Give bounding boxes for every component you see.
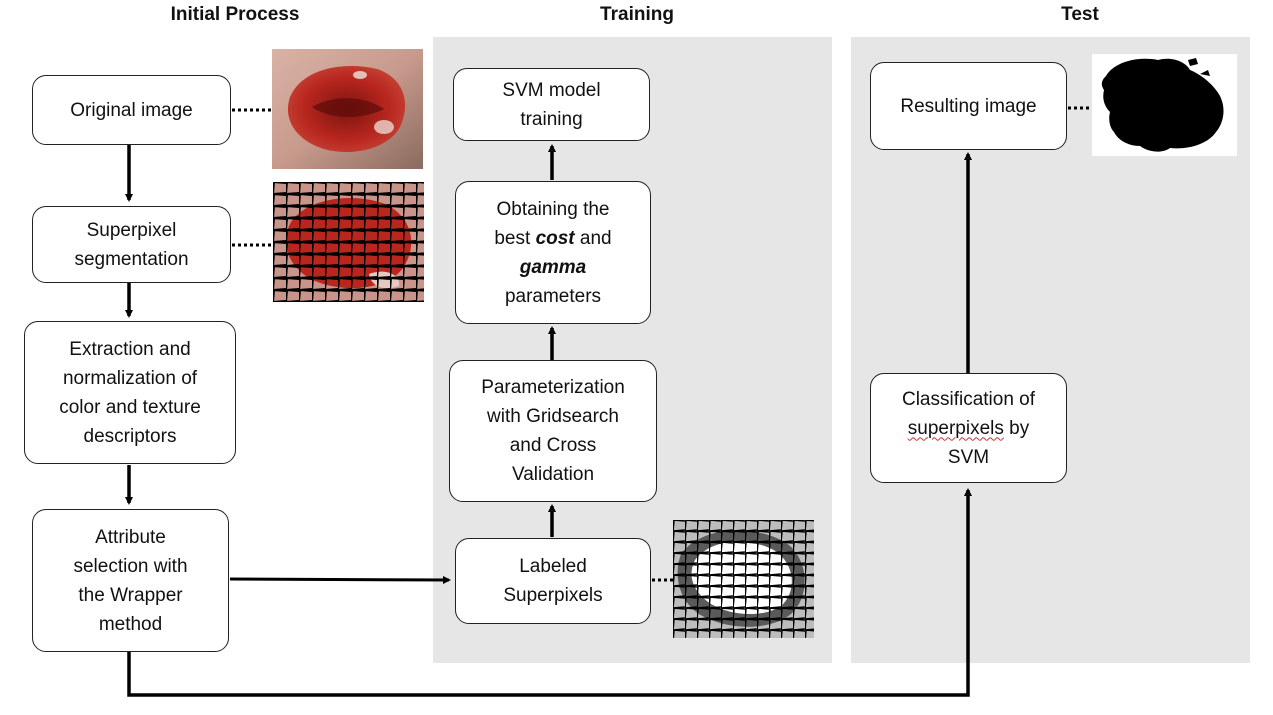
superpixel-segmentation-image [273, 182, 424, 302]
best-parameters-line4: parameters [504, 285, 602, 307]
attribute-selection-label: Attribute selection with the Wrapper met… [73, 526, 188, 635]
original-wound-image [272, 49, 423, 169]
classification-text: Classification of superpixels by SVM [902, 385, 1035, 472]
resulting-binary-image [1092, 54, 1237, 156]
superpixels-word: superpixels [907, 417, 1004, 439]
best-parameters-box: Obtaining the best cost and gamma parame… [455, 181, 651, 324]
original-image-label: Original image [70, 99, 193, 121]
labeled-superpixels-box: Labeled Superpixels [455, 538, 651, 624]
extraction-box: Extraction and normalization of color an… [24, 321, 236, 464]
superpixel-segmentation-label: Superpixel segmentation [74, 219, 189, 270]
labeled-superpixels-image [673, 520, 814, 638]
best-parameters-text: Obtaining the best cost and gamma parame… [494, 195, 611, 311]
by-word: by [1003, 417, 1030, 439]
classification-line3: SVM [947, 446, 990, 468]
arrow-attribute-to-classification [127, 488, 972, 697]
superpixel-segmentation-box: Superpixel segmentation [32, 206, 231, 283]
svm-training-box: SVM model training [453, 68, 650, 141]
classification-line1: Classification of [901, 388, 1036, 410]
arrow-attribute-to-labeled [229, 575, 451, 584]
gamma-term: gamma [519, 256, 587, 278]
resulting-image-label: Resulting image [900, 95, 1037, 117]
and-word: and [574, 227, 612, 249]
resulting-image-box: Resulting image [870, 62, 1067, 150]
best-word: best [494, 227, 536, 249]
best-parameters-line2: best cost and [494, 224, 611, 253]
best-parameters-line1: Obtaining the [496, 198, 610, 220]
original-image-box: Original image [32, 75, 231, 145]
classification-box: Classification of superpixels by SVM [870, 373, 1067, 483]
attribute-selection-box: Attribute selection with the Wrapper met… [32, 509, 229, 652]
heading-training: Training [600, 4, 674, 25]
heading-initial-process: Initial Process [170, 4, 300, 25]
labeled-superpixels-label: Labeled Superpixels [503, 556, 603, 606]
parameterization-box: Parameterization with Gridsearch and Cro… [449, 360, 657, 502]
cost-term: cost [535, 227, 575, 249]
heading-test: Test [1061, 4, 1099, 25]
best-parameters-line3: gamma [494, 253, 611, 282]
extraction-label: Extraction and normalization of color an… [59, 338, 201, 447]
classification-line2: superpixels by [902, 414, 1035, 443]
svm-training-label: SVM model training [502, 79, 601, 130]
parameterization-label: Parameterization with Gridsearch and Cro… [481, 377, 625, 485]
